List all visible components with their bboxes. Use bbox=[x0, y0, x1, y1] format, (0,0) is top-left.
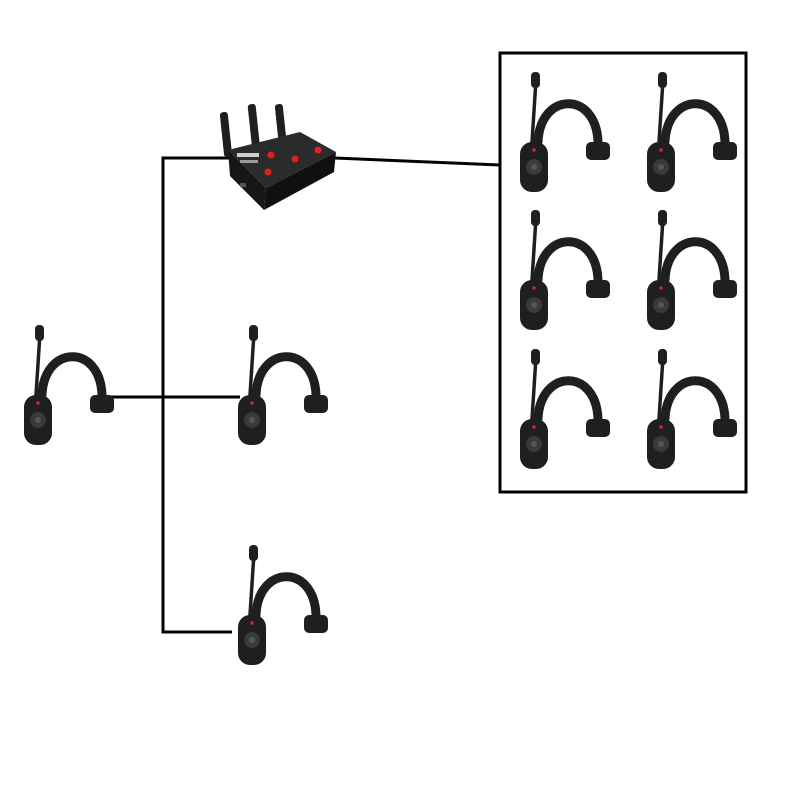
headset-icon bbox=[520, 210, 610, 330]
headset-icon bbox=[238, 545, 328, 665]
headset-icon bbox=[647, 349, 737, 469]
connection-lines bbox=[107, 156, 501, 634]
headset-group-box bbox=[498, 51, 748, 494]
headset-icon bbox=[647, 210, 737, 330]
base-station-icon bbox=[219, 104, 336, 210]
headset-icon bbox=[24, 325, 114, 445]
headset-icon bbox=[647, 72, 737, 192]
trunk-line bbox=[161, 156, 232, 634]
group-box-frame bbox=[498, 51, 748, 494]
antenna bbox=[219, 112, 232, 158]
button bbox=[291, 155, 299, 163]
headset-icon bbox=[238, 325, 328, 445]
antenna bbox=[247, 104, 261, 152]
button bbox=[264, 168, 272, 176]
button bbox=[267, 151, 275, 159]
base-to-group-link bbox=[334, 156, 501, 167]
headset-icon bbox=[520, 72, 610, 192]
button bbox=[314, 146, 322, 154]
headset-icon bbox=[520, 349, 610, 469]
